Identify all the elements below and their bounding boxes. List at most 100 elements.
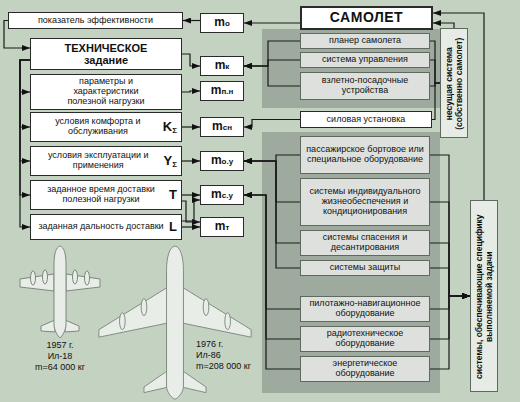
box-label: системы защиты [330, 263, 400, 273]
connector-arrow [182, 91, 200, 92]
aircraft-il86 [99, 246, 251, 399]
connector-arrow [433, 13, 484, 200]
connector-arrow [244, 195, 300, 339]
aircraft-wing [20, 274, 54, 291]
system-box: взлетно-посадочные устройства [300, 72, 430, 100]
connector-arrow [183, 20, 200, 21]
aircraft-caption: Ил-18 [48, 352, 73, 362]
mass-box: mо.у [200, 151, 244, 171]
requirement-box: условия эксплуатации и примененияYΣ [30, 146, 182, 176]
connector-arrow [182, 160, 200, 161]
system-box: планер самолета [300, 33, 430, 49]
mass-box: mо [200, 13, 244, 33]
group-box: системы, обеспечивающие специфику выполн… [470, 200, 498, 392]
requirement-box: заданная дальность доставкиL [30, 214, 182, 240]
system-panel [262, 132, 440, 393]
connector-arrow [182, 200, 200, 221]
connector-arrow [20, 60, 30, 92]
system-box: система управления [300, 52, 430, 68]
connector-arrow [430, 296, 470, 369]
aircraft-engine [225, 313, 231, 330]
mass-symbol: m [211, 188, 222, 201]
aircraft-wing [183, 287, 252, 337]
box-label: ТЕХНИЧЕСКОЕ задание [59, 42, 154, 66]
connector-arrow [430, 296, 470, 309]
box-label: несущая система (собственно самолет) [445, 32, 465, 136]
aircraft-wing [66, 274, 100, 291]
connector-arrow [244, 161, 300, 268]
system-box: энергетическое оборудование [300, 356, 430, 382]
aircraft-engine [120, 313, 126, 330]
mass-symbol: m [211, 154, 222, 167]
mass-subscript: п.н [221, 88, 233, 97]
aircraft-box: САМОЛЕТ [300, 6, 433, 30]
box-label: системы спасения и десантирования [305, 233, 425, 253]
parameter-subscript: Σ [172, 127, 177, 136]
mass-subscript: о [225, 20, 230, 29]
requirement-box: параметры и характеристики полезной нагр… [30, 74, 182, 110]
aircraft-engine [73, 270, 78, 284]
box-label: силовая установка [327, 115, 406, 125]
spec-box: ТЕХНИЧЕСКОЕ задание [30, 38, 182, 70]
connector-arrow [182, 226, 200, 227]
connector-arrow [182, 54, 200, 66]
mass-box: mсн [200, 117, 244, 137]
connector-arrow [244, 155, 300, 161]
aircraft-il18 [20, 246, 100, 338]
system-box: системы индивидуального жизнеобеспечения… [300, 178, 430, 226]
parameter-symbol: K [163, 120, 172, 134]
parameter-symbol: L [169, 220, 177, 234]
aircraft-caption: Ил-86 [196, 351, 221, 361]
box-label: заданное время доставки полезной нагрузк… [35, 185, 167, 205]
connector-arrow [430, 243, 470, 296]
parameter-symbol: T [169, 188, 177, 202]
aircraft-caption: m=208 000 кг [196, 362, 251, 372]
aircraft-caption: m=64 000 кг [35, 363, 85, 373]
rotated-text-holder: несущая система (собственно самолет) [444, 29, 466, 139]
aircraft-caption: 1957 г. [46, 341, 73, 351]
box-label: планер самолета [329, 36, 401, 46]
aircraft-stabilizer [182, 370, 206, 393]
mass-subscript: о.у [222, 158, 234, 167]
connector-arrow [430, 60, 440, 83]
connector-arrow [244, 22, 300, 23]
aircraft-engine [31, 271, 36, 285]
mass-box: mк [200, 56, 244, 76]
mass-subscript: с.у [222, 192, 233, 201]
system-box: системы защиты [300, 260, 430, 276]
system-box: пилотажно-навигационное оборудование [300, 296, 430, 322]
requirement-box: условия комфорта и обслуживанияKΣ [30, 112, 182, 142]
connector-arrow [244, 60, 300, 66]
connector-arrow [244, 195, 300, 369]
connector-arrow [244, 66, 300, 86]
metric-box: показатель эффективности [8, 12, 183, 29]
box-label: пилотажно-навигационное оборудование [305, 299, 425, 319]
mass-box: mт [200, 217, 244, 237]
aircraft-stabilizer [41, 320, 55, 332]
mass-subscript: сн [223, 124, 232, 133]
connector-arrow [182, 194, 200, 195]
mass-symbol: m [215, 220, 226, 233]
mass-subscript: к [225, 63, 229, 72]
aircraft-caption: 1976 г. [196, 340, 223, 350]
box-label: пассажирское бортовое или специальное об… [305, 145, 425, 165]
aircraft-engine [85, 271, 90, 285]
system-box: силовая установка [300, 111, 432, 128]
aircraft-engine [43, 270, 48, 284]
connector-arrow [244, 41, 300, 66]
box-label: САМОЛЕТ [330, 10, 403, 25]
box-label: система управления [322, 55, 408, 65]
connector-group [4, 13, 484, 369]
mass-subscript: т [225, 224, 229, 233]
aircraft-wing [99, 287, 168, 337]
box-label: заданная дальность доставки [35, 222, 167, 232]
mass-symbol: m [212, 120, 223, 133]
box-label: условия комфорта и обслуживания [35, 117, 161, 137]
system-box: пассажирское бортовое или специальное об… [300, 136, 430, 174]
connector-arrow [20, 60, 30, 161]
connector-arrow [244, 161, 300, 202]
box-label: показатель эффективности [38, 16, 153, 26]
box-label: системы, обеспечивающие специфику выполн… [475, 204, 495, 390]
connector-arrow [20, 60, 30, 227]
